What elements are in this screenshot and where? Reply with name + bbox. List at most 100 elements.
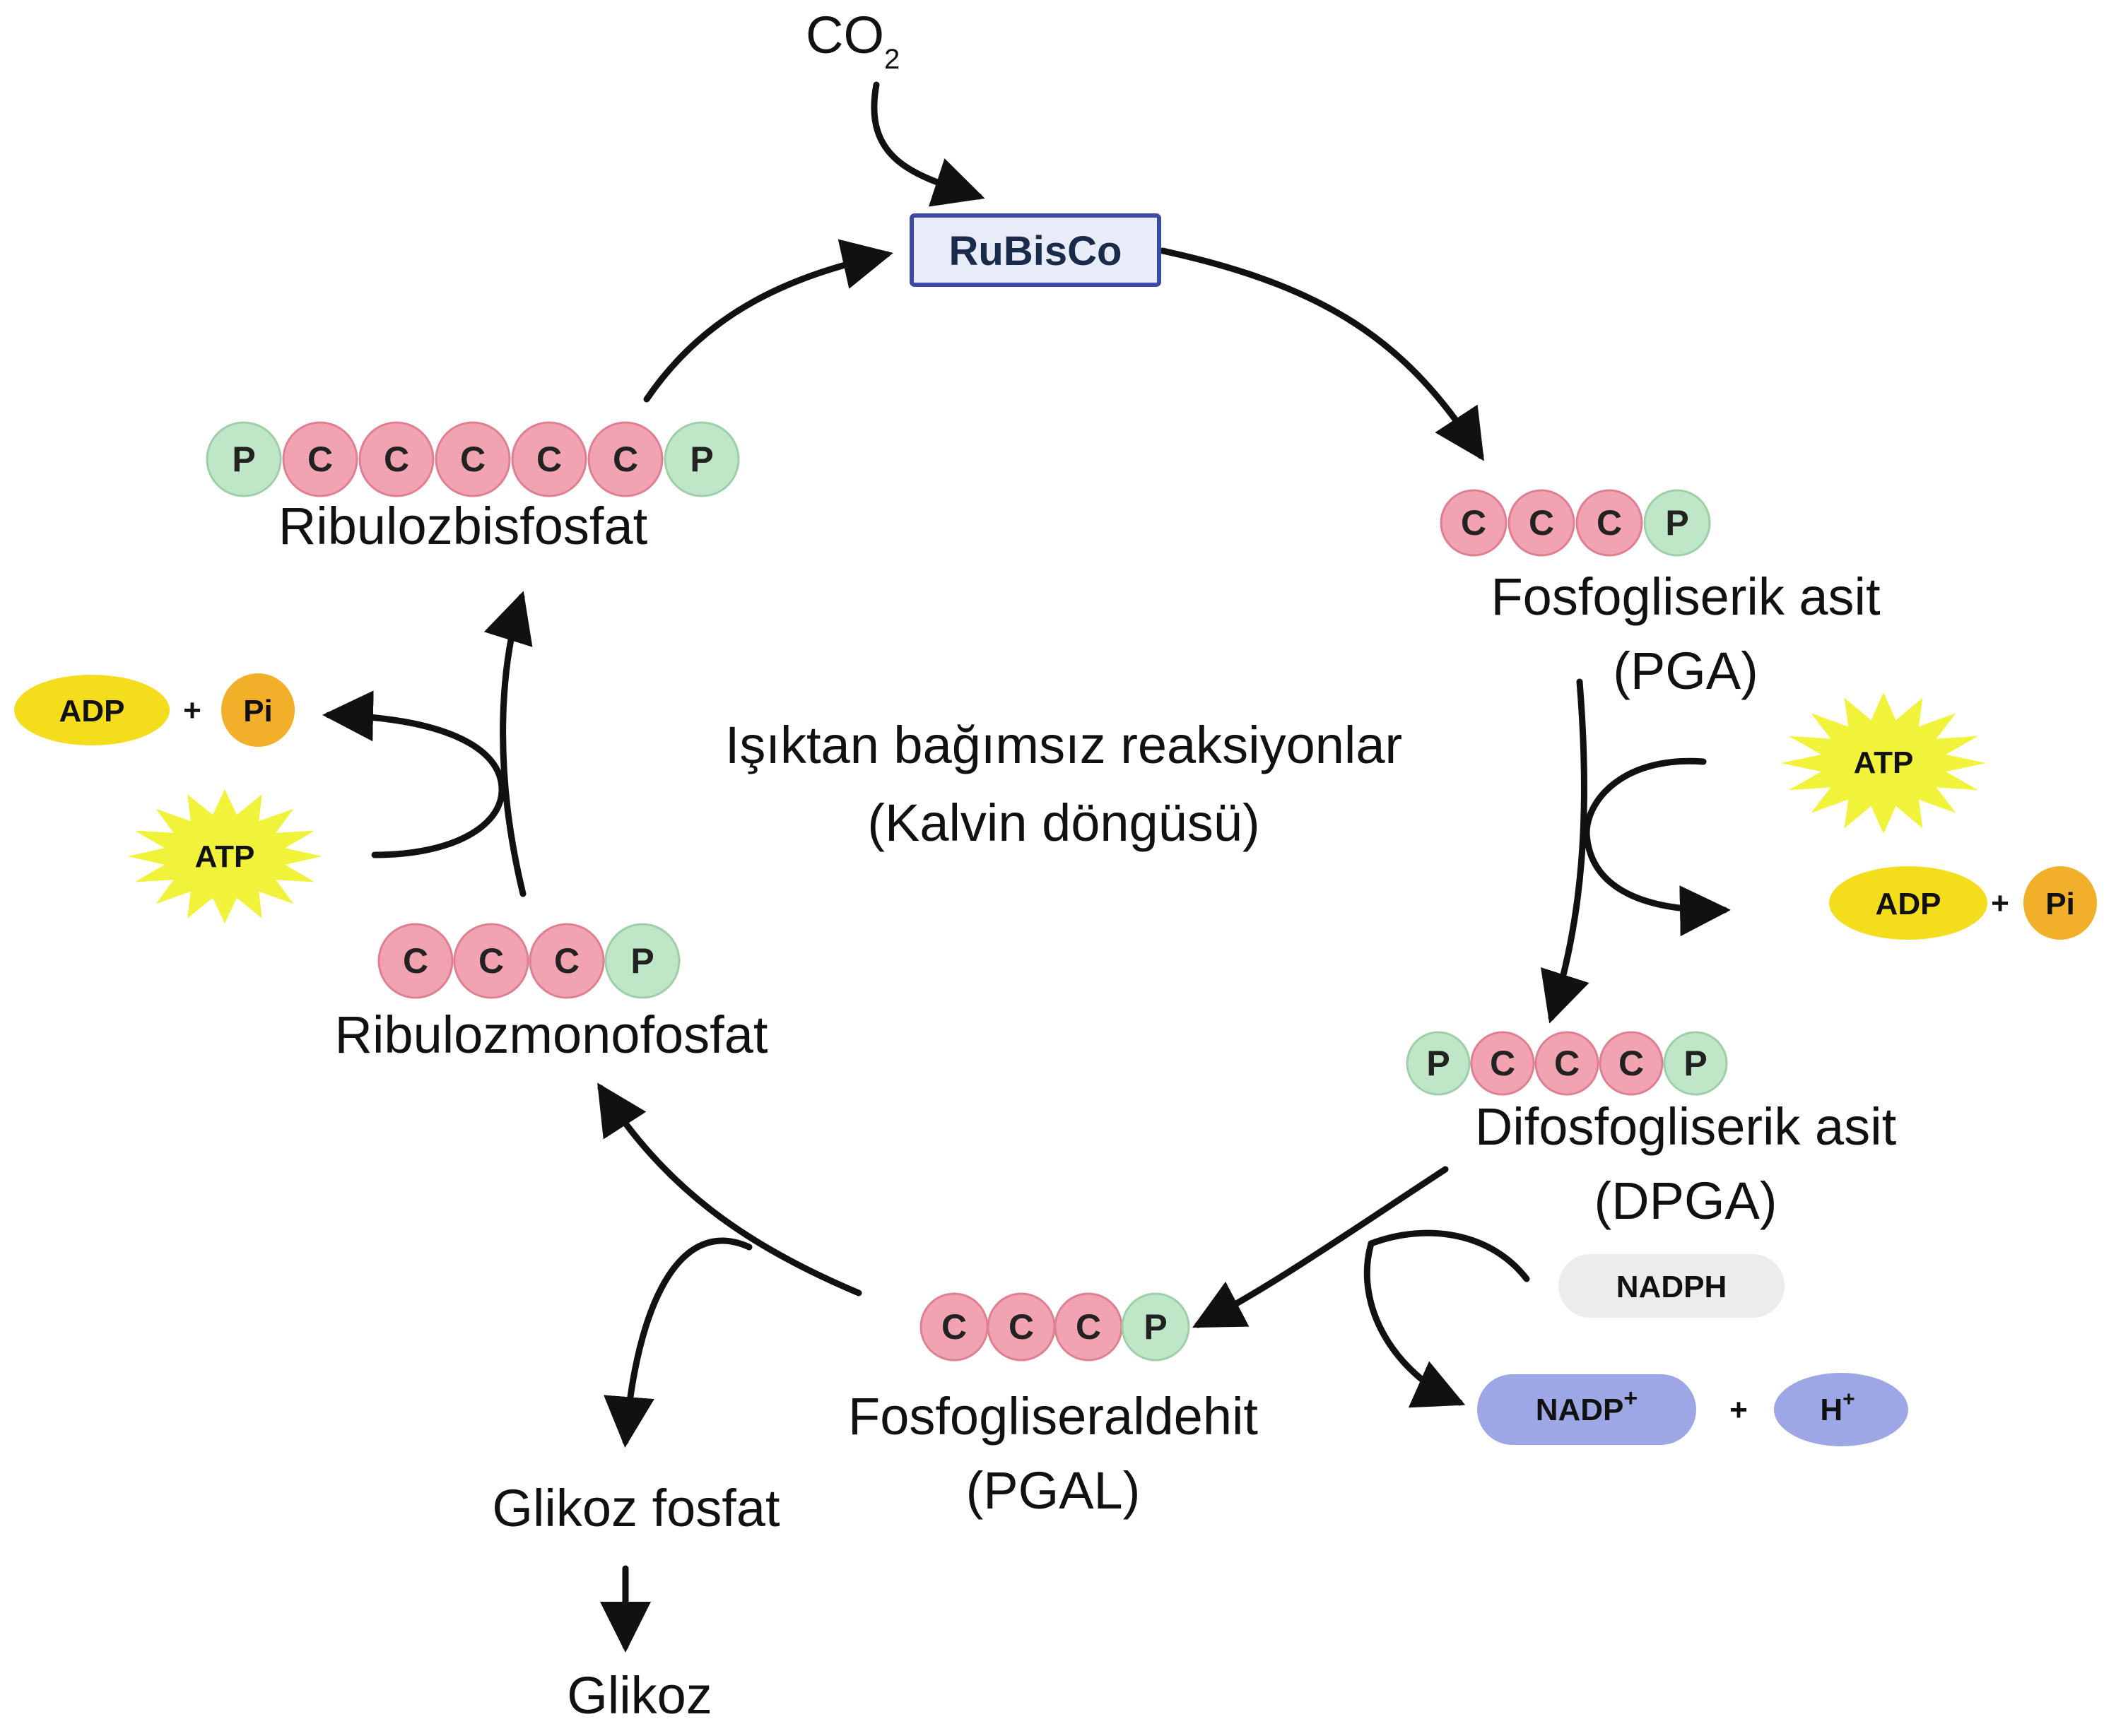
arrow-rump-to-rubp [483, 591, 533, 897]
atp-star-left [127, 789, 322, 923]
carbon-bead-label: C [1490, 1044, 1515, 1083]
carbon-bead-label: C [1461, 503, 1486, 543]
adp-chip-left [14, 675, 170, 745]
arrow-adp-out-left [322, 690, 505, 795]
arrow-nadph-in [1368, 1229, 1530, 1282]
arrow-atp-in-left [371, 788, 505, 858]
arrow-rubp-to-rubisco [643, 239, 893, 403]
arrow-pga-to-dpga [1540, 678, 1589, 1024]
phosphate-bead [1406, 1031, 1471, 1096]
adp-chip-right [1829, 866, 1987, 940]
carbon-bead [1599, 1031, 1664, 1096]
cycle-arrows [322, 81, 1731, 1653]
h-label: H+ [1820, 1388, 1855, 1427]
nadph: NADPH [1558, 1254, 1785, 1318]
center-title: Işıktan bağımsız reaksiyonlar [725, 716, 1402, 774]
adp-pi-right: ADP + Pi [1829, 866, 2097, 940]
carbon-bead-label: C [1554, 1044, 1580, 1083]
carbon-bead-label: C [1597, 503, 1622, 543]
arrow-dpga-to-pgal [1192, 1166, 1449, 1328]
pi-chip-left [221, 673, 295, 747]
arrow-atp-in-right [1583, 757, 1707, 837]
carbon-bead [587, 421, 664, 497]
carbon-bead-label: C [460, 439, 486, 479]
phosphate-bead [604, 923, 681, 999]
phosphate-bead [1663, 1031, 1728, 1096]
plus-right: + [1991, 886, 2009, 921]
pga-label: Fosfogliserik asit [1491, 567, 1881, 626]
phosphate-bead-label: P [232, 439, 255, 479]
carbon-bead-label: C [941, 1307, 967, 1347]
nadph-chip [1558, 1254, 1785, 1318]
arrow-adp-out-right [1583, 830, 1731, 937]
rubisco-box [910, 213, 1161, 287]
carbon-bead [435, 421, 511, 497]
carbon-bead-label: C [613, 439, 638, 479]
rubisco-label: RuBisCo [949, 228, 1122, 274]
arrow-pgal-to-rump [597, 1082, 862, 1297]
co2-label: CO2 [806, 6, 900, 75]
plus-left: + [183, 693, 201, 728]
pga-abbr: (PGA) [1613, 642, 1758, 700]
carbon-bead [529, 923, 605, 999]
carbon-bead-label: C [384, 439, 409, 479]
carbon-bead [1534, 1031, 1599, 1096]
adp-pi-left: ADP + Pi [14, 673, 295, 747]
carbon-bead [1575, 489, 1643, 557]
pi-label-right: Pi [2045, 887, 2075, 921]
carbon-bead-label: C [554, 941, 580, 981]
pi-label-left: Pi [243, 694, 273, 728]
pi-chip-right [2023, 866, 2097, 940]
nadp-h: NADP+ + H+ [1477, 1373, 1908, 1446]
adp-label-left: ADP [59, 694, 125, 728]
ribulose-monophosphate-label: Ribulozmonofosfat [335, 1005, 768, 1064]
plus-nadp: + [1729, 1393, 1748, 1427]
nadp-label: NADP+ [1536, 1385, 1638, 1427]
ribulose-bisphosphate-label: Ribulozbisfosfat [278, 497, 648, 555]
arrow-nadp-out [1363, 1240, 1466, 1408]
carbon-bead-label: C [307, 439, 333, 479]
carbon-bead [453, 923, 529, 999]
pgal-label: Fosfogliseraldehit [848, 1387, 1258, 1446]
carbon-bead [511, 421, 587, 497]
carbon-bead [377, 923, 454, 999]
carbon-bead-label: C [536, 439, 562, 479]
phosphate-bead-label: P [1144, 1307, 1167, 1347]
arrow-co2-to-rubisco [871, 81, 985, 207]
atp-label-left: ATP [195, 839, 255, 874]
carbon-bead-label: C [1009, 1307, 1034, 1347]
phosphate-bead-label: P [1683, 1044, 1707, 1083]
rubisco-enzyme: RuBisCo [910, 213, 1161, 287]
glucose-phosphate-label: Glikoz fosfat [492, 1479, 780, 1537]
carbon-bead [1470, 1031, 1535, 1096]
pgal-abbr: (PGAL) [966, 1461, 1141, 1520]
dpga-abbr: (DPGA) [1594, 1171, 1777, 1230]
phosphate-bead [206, 421, 282, 497]
h-chip [1774, 1373, 1908, 1446]
phosphate-bead-label: P [1665, 503, 1688, 543]
carbon-bead [1440, 489, 1508, 557]
dpga-label: Difosfogliserik asit [1475, 1097, 1897, 1156]
arrow-rubisco-to-pga [1159, 247, 1484, 461]
phosphate-bead-label: P [630, 941, 654, 981]
phosphate-bead-label: P [690, 439, 713, 479]
center-subtitle: (Kalvin döngüsü) [867, 793, 1259, 852]
adp-label-right: ADP [1876, 887, 1941, 921]
phosphate-bead-label: P [1426, 1044, 1450, 1083]
phosphate-bead [664, 421, 740, 497]
nadp-chip [1477, 1374, 1696, 1445]
glucose-label: Glikoz [567, 1666, 712, 1725]
atp-label-right: ATP [1854, 745, 1914, 780]
carbon-bead-label: C [478, 941, 504, 981]
nadph-label: NADPH [1616, 1270, 1727, 1304]
carbon-bead-label: C [1618, 1044, 1644, 1083]
atp-star-right [1781, 692, 1986, 834]
carbon-bead-label: C [1076, 1307, 1101, 1347]
carbon-bead-label: C [403, 941, 428, 981]
phosphate-bead [1121, 1292, 1190, 1362]
